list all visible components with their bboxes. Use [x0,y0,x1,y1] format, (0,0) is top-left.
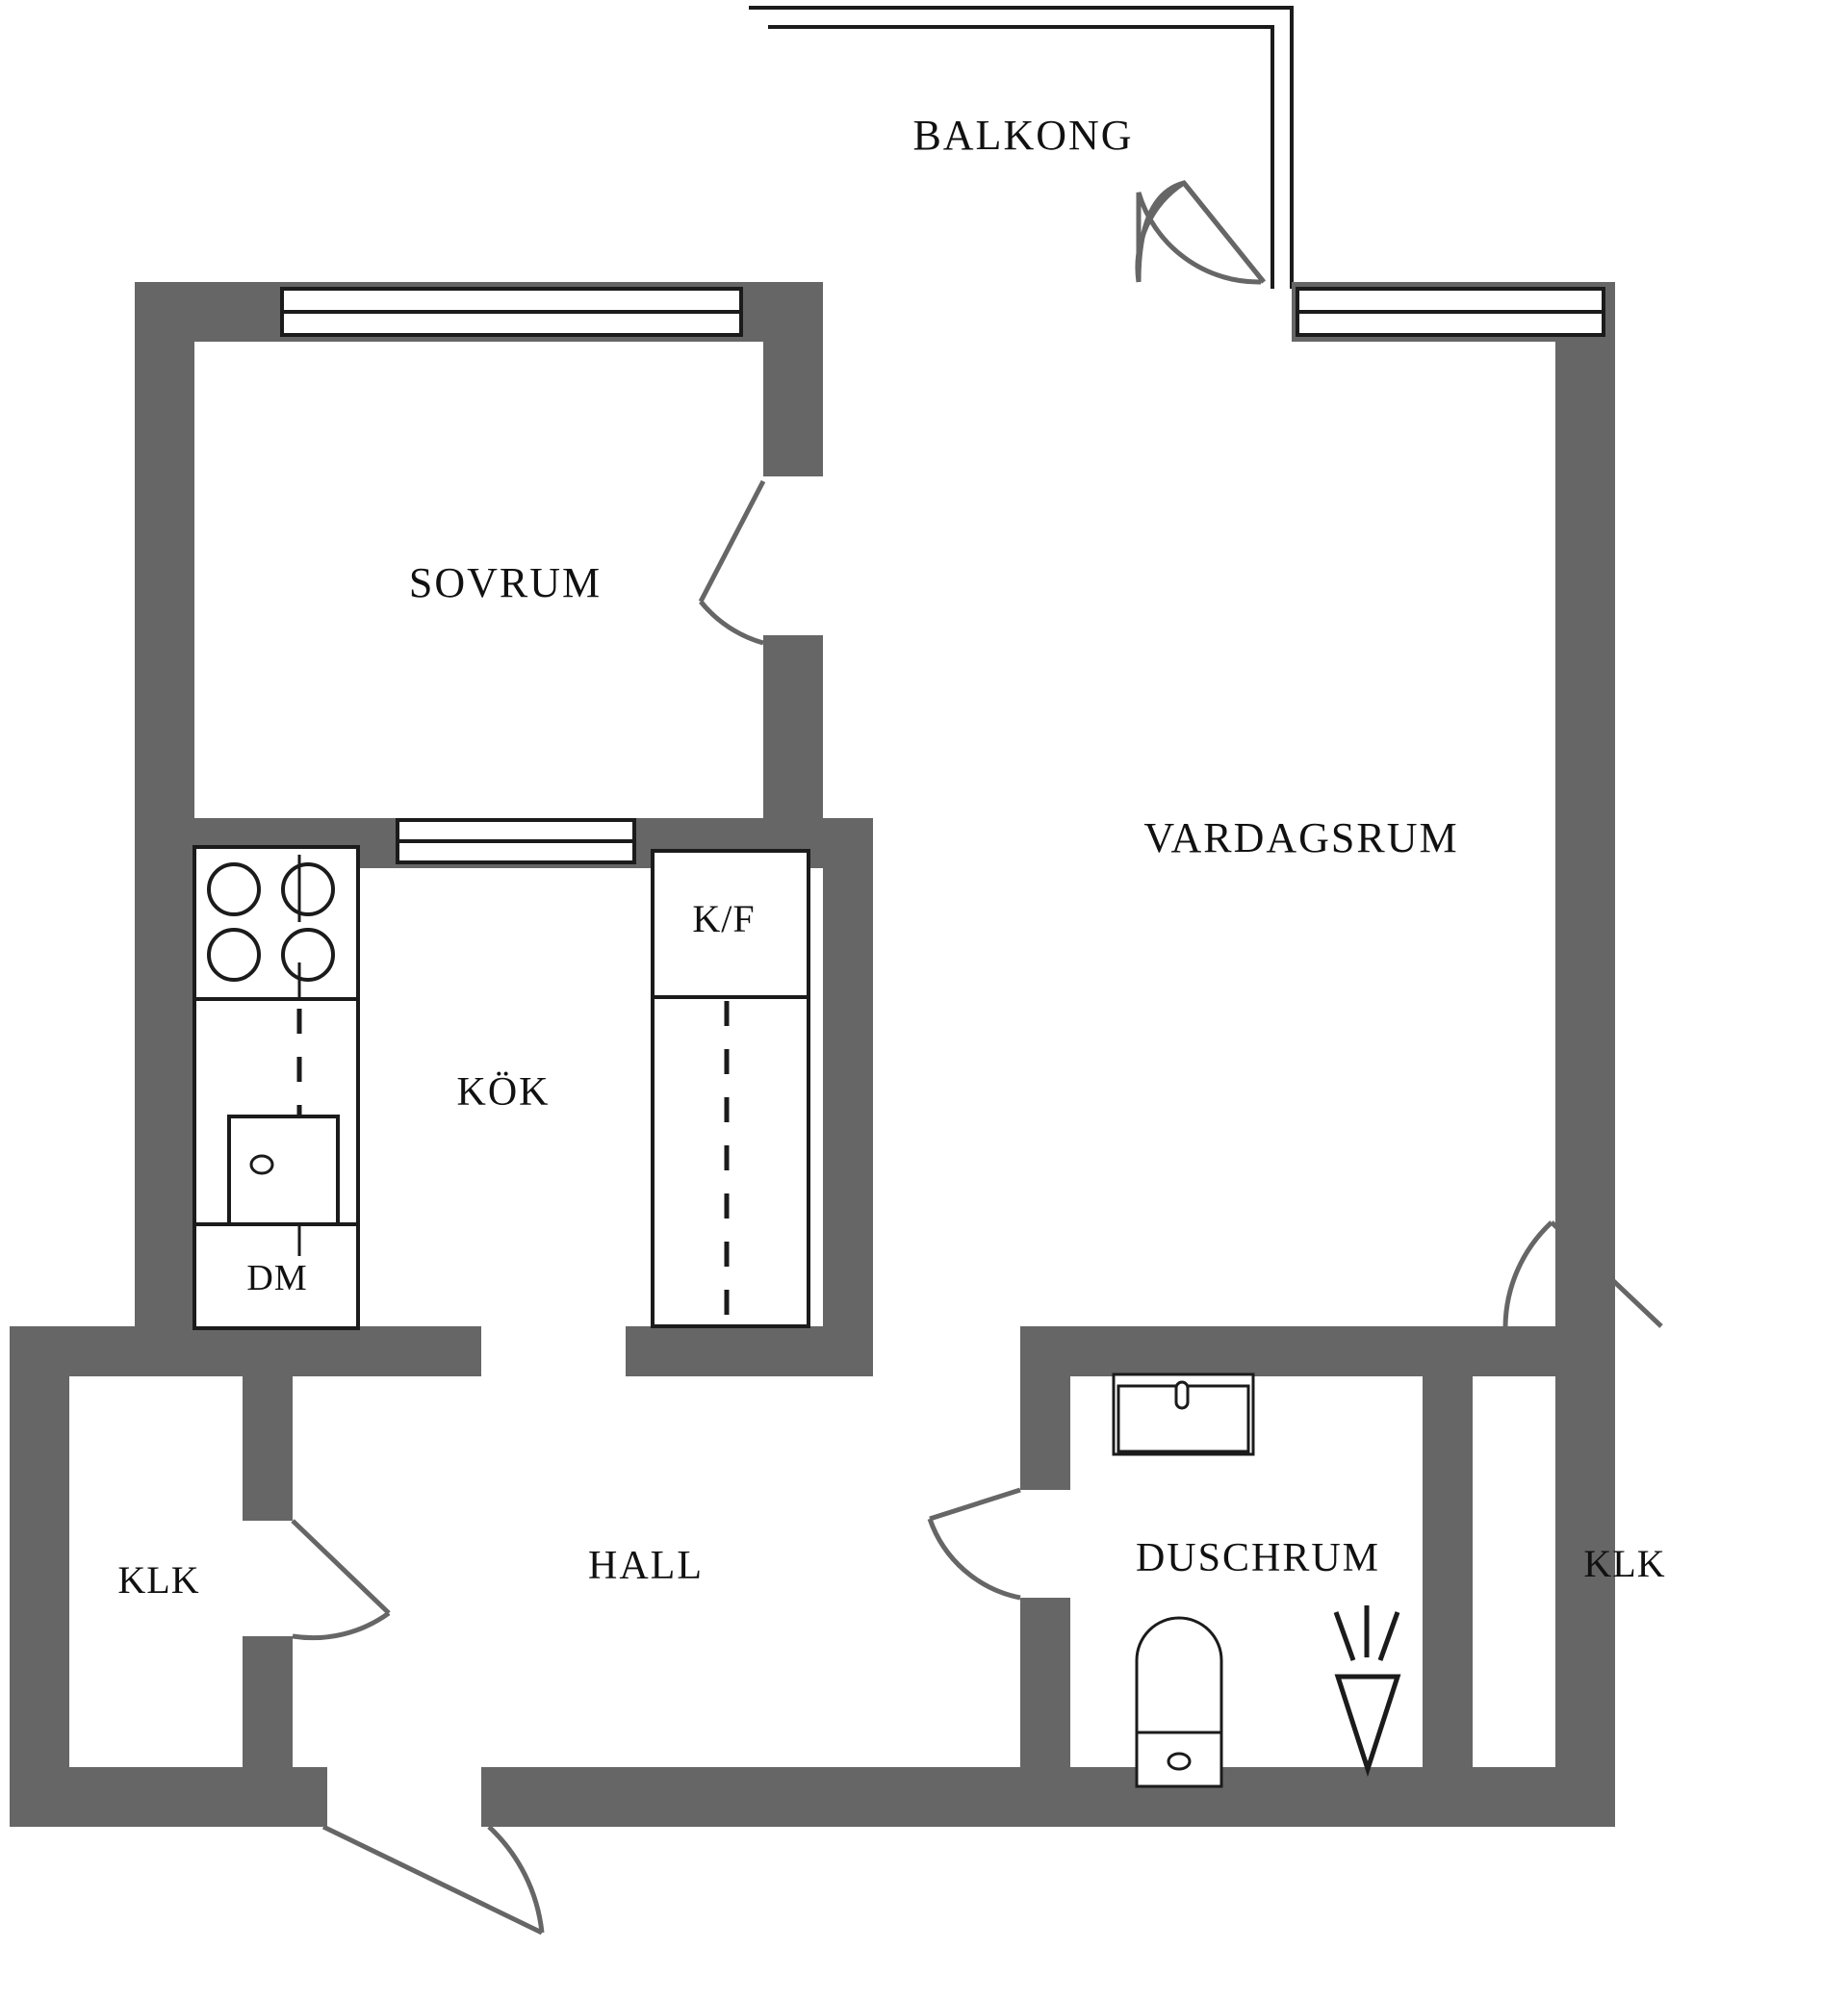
room-label-duschrum: DUSCHRUM [1136,1536,1380,1580]
window-vardagsrum [1296,287,1605,337]
faucet-icon [1174,1380,1190,1410]
window-group [280,287,1605,864]
stove-burner [207,862,261,916]
stove-burner [281,862,335,916]
room-label-balkong: BALKONG [912,112,1133,159]
room-label-sovrum: SOVRUM [409,559,602,606]
toilet [1135,1616,1223,1788]
sink-drain [249,1154,274,1175]
room-label-klk-left: KLK [117,1558,199,1602]
door-duschrum [927,1487,1021,1601]
room-label-hall: HALL [588,1544,704,1588]
fridge-freezer-unit [651,849,810,1328]
room-label-kok: KÖK [457,1070,551,1115]
shower-icon [1333,1605,1401,1778]
bathroom-fixtures [1112,1372,1401,1788]
sink-basin [227,1115,340,1226]
door-entry [321,1824,545,1936]
stove-burner [207,928,261,982]
door-balcony [1135,180,1266,285]
vanity-sink [1112,1372,1255,1456]
room-labels: BALKONG SOVRUM VARDAGSRUM KÖK HALL DUSCH… [117,112,1665,1602]
window-sovrum [280,287,743,337]
door-sovrum [698,479,766,646]
room-label-vardagsrum: VARDAGSRUM [1143,814,1458,861]
window-kok [396,818,636,864]
room-label-klk-right: KLK [1583,1542,1665,1585]
stove-burner [281,928,335,982]
fixture-label-dishwasher: DM [246,1258,307,1298]
toilet-flush [1167,1752,1192,1771]
door-klk-right [1502,1220,1663,1328]
door-group [291,180,1663,1936]
kitchen-left-counter [192,845,360,1330]
fixture-label-fridge-freezer: K/F [692,897,755,940]
balcony-outline [749,6,1294,289]
door-klk-left [291,1519,391,1641]
fixture-labels: K/F DM [246,897,755,1298]
